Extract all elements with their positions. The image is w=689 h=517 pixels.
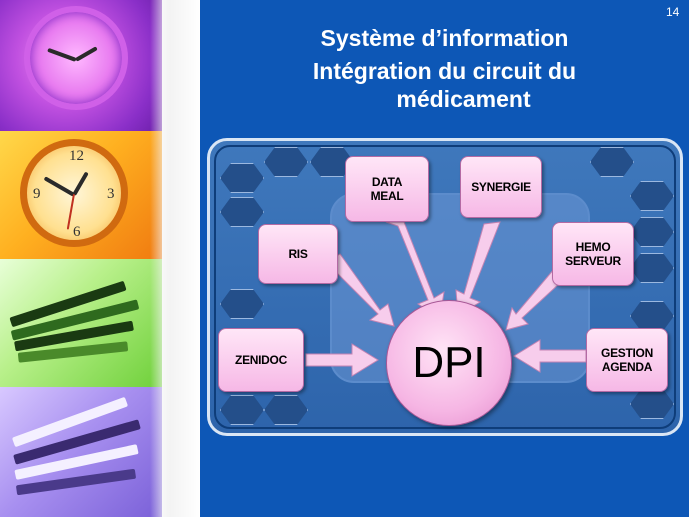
background-hexagon bbox=[264, 147, 308, 177]
page-number: 14 bbox=[666, 5, 680, 19]
system-box-zenidoc: ZENIDOC bbox=[218, 328, 304, 392]
clock-hand bbox=[43, 176, 75, 197]
clock-numeral: 3 bbox=[107, 186, 115, 202]
background-hexagon bbox=[264, 395, 308, 425]
system-box-gestion-agenda: GESTION AGENDA bbox=[586, 328, 668, 392]
gutter bbox=[150, 0, 200, 517]
clock-hand bbox=[72, 171, 89, 196]
slide-title: Système d’information Intégration du cir… bbox=[200, 24, 689, 113]
clock-icon bbox=[24, 6, 128, 110]
system-box-data-meal: DATA MEAL bbox=[345, 156, 429, 222]
purple-clock-tile bbox=[0, 0, 162, 131]
system-box-synergie: SYNERGIE bbox=[460, 156, 542, 218]
clock-icon: 12 3 6 9 bbox=[20, 139, 128, 247]
clock-hand bbox=[75, 46, 98, 62]
clock-numeral: 9 bbox=[33, 186, 41, 202]
green-papers-tile bbox=[0, 259, 162, 387]
title-line-3: médicament bbox=[396, 86, 531, 112]
orange-clock-tile: 12 3 6 9 bbox=[0, 131, 162, 259]
decorative-image-strip: 12 3 6 9 bbox=[0, 0, 162, 517]
dpi-center-circle: DPI bbox=[386, 300, 512, 426]
clock-numeral: 6 bbox=[73, 224, 81, 240]
clock-numeral: 12 bbox=[69, 148, 84, 164]
title-line-1: Système d’information bbox=[320, 25, 569, 51]
diagram-frame bbox=[214, 145, 676, 429]
clock-hand bbox=[47, 47, 77, 62]
system-box-ris: RIS bbox=[258, 224, 338, 284]
title-line-2: Intégration du circuit du bbox=[312, 58, 577, 84]
system-box-hemo-serveur: HEMO SERVEUR bbox=[552, 222, 634, 286]
purple-papers-tile bbox=[0, 387, 162, 517]
